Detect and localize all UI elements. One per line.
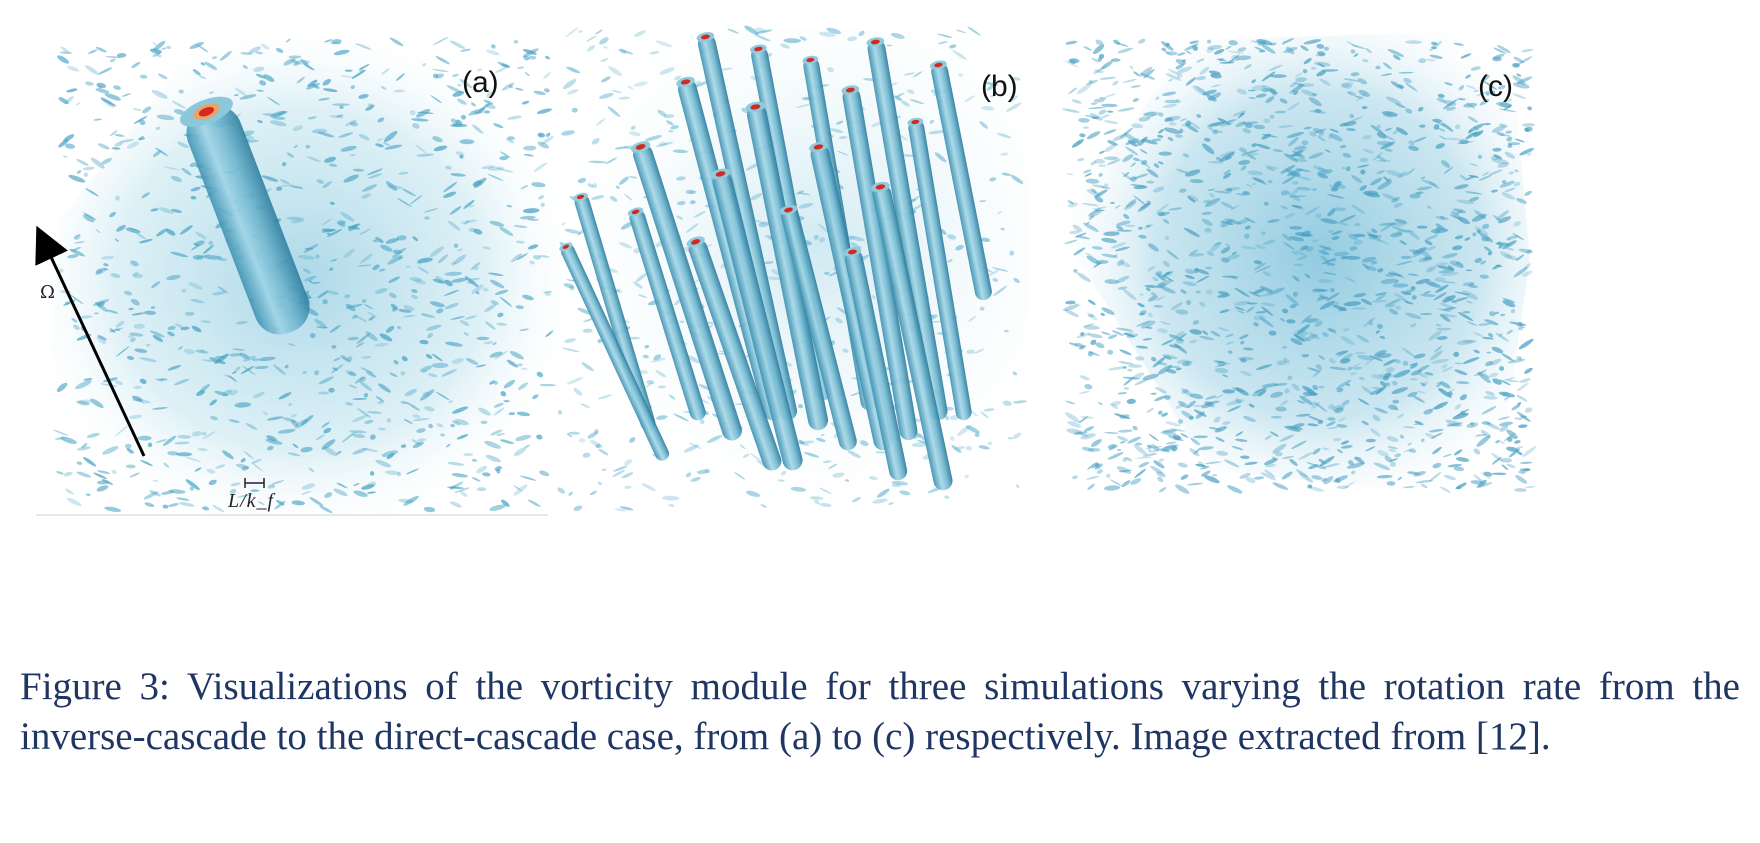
scale-label: L/k_f — [228, 490, 275, 512]
panel-c: (c) — [1040, 0, 1560, 600]
panel-c-label: (c) — [1478, 70, 1513, 103]
vortex-columns — [559, 32, 992, 491]
vortex-column — [745, 101, 829, 431]
vortex-column — [630, 141, 742, 441]
turbulence-specks — [1061, 38, 1537, 494]
vortex-column — [907, 117, 972, 421]
vortex-column — [841, 85, 918, 441]
panel-b-label: (b) — [981, 70, 1018, 103]
vortex-column — [710, 168, 803, 471]
vortex-column — [871, 181, 953, 491]
panel-a-label: (a) — [462, 66, 499, 99]
turbulence-specks — [53, 36, 556, 514]
vortex-column — [573, 192, 656, 431]
panel-a-visualization — [35, 36, 560, 520]
vortex-core — [198, 106, 215, 117]
vortex-column — [627, 207, 706, 421]
panel-a: (a) Ω L/k_f — [0, 0, 580, 600]
panel-b: (b) — [540, 0, 1040, 600]
vortex-column — [179, 96, 310, 335]
vortex-column — [843, 247, 908, 481]
vortex-column — [686, 236, 782, 471]
panel-b-visualization — [557, 25, 1030, 512]
figure-3: (a) Ω L/k_f (b) — [0, 0, 1560, 600]
vortex-column — [696, 32, 798, 421]
vortex-column — [559, 242, 670, 461]
vortex-column — [866, 37, 948, 421]
panel-c-visualization — [1060, 30, 1537, 500]
vortex-column — [930, 60, 992, 301]
rotation-axis-arrow — [35, 225, 146, 457]
vortex-column — [779, 205, 857, 451]
omega-symbol: Ω — [40, 282, 55, 303]
figure-caption: Figure 3: Visualizations of the vorticit… — [20, 665, 1740, 758]
